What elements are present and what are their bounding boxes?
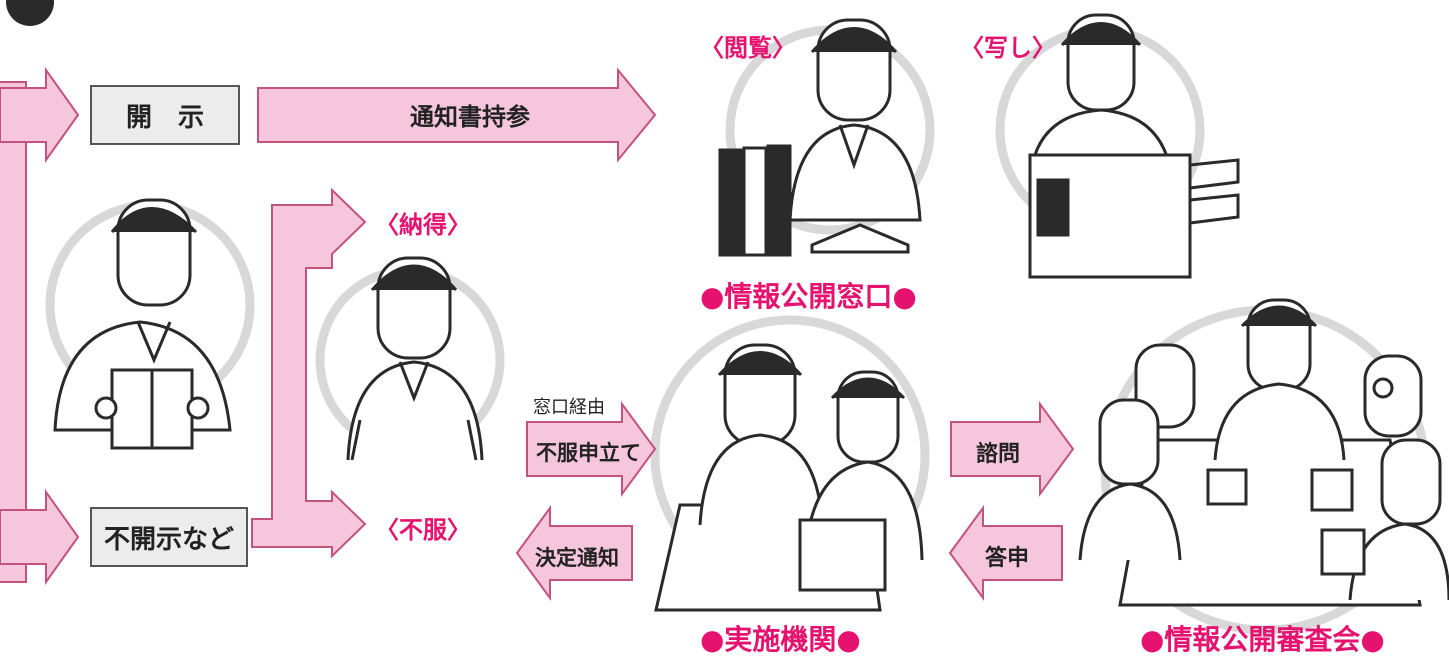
nondisclose-arrow xyxy=(0,488,80,586)
council-title: ●情報公開審査会● xyxy=(1140,623,1385,656)
decision-arrow-label: 決定通知 xyxy=(535,546,619,570)
notice-arrow-label: 通知書持参 xyxy=(410,103,530,131)
notice-arrow xyxy=(257,67,657,163)
view-label: 〈閲覧〉 xyxy=(700,34,796,62)
accept-label: 〈納得〉 xyxy=(375,211,471,239)
report-arrow xyxy=(948,504,1063,602)
inquiry-arrow-label: 諮問 xyxy=(976,442,1021,467)
requester-thinking-person-icon xyxy=(346,256,484,461)
decision-arrow xyxy=(515,504,633,602)
left-flow-band xyxy=(0,81,27,583)
council-meeting-icon xyxy=(1078,298,1449,607)
inquiry-arrow xyxy=(950,400,1075,498)
objection-arrow xyxy=(526,400,657,498)
copy-label: 〈写し〉 xyxy=(960,34,1056,62)
clerk-with-binders-icon xyxy=(718,18,922,257)
nondisclose-box: 不開示など xyxy=(90,507,248,567)
report-arrow-label: 答申 xyxy=(985,546,1030,571)
disclose-box: 開 示 xyxy=(90,85,240,145)
branch-band xyxy=(251,187,367,559)
disagree-label: 〈不服〉 xyxy=(375,516,471,544)
clerk-with-copier-icon xyxy=(1028,13,1240,279)
via-window-label: 窓口経由 xyxy=(533,397,605,418)
disclose-arrow xyxy=(0,66,80,164)
agency-title: ●実施機関● xyxy=(700,623,861,656)
requester-reading-person-icon xyxy=(53,198,232,450)
objection-arrow-label: 不服申立て xyxy=(536,441,641,465)
section-bullet-icon xyxy=(6,0,54,26)
info-window-title: ●情報公開窓口● xyxy=(700,280,917,313)
agency-officials-icon xyxy=(654,343,924,612)
